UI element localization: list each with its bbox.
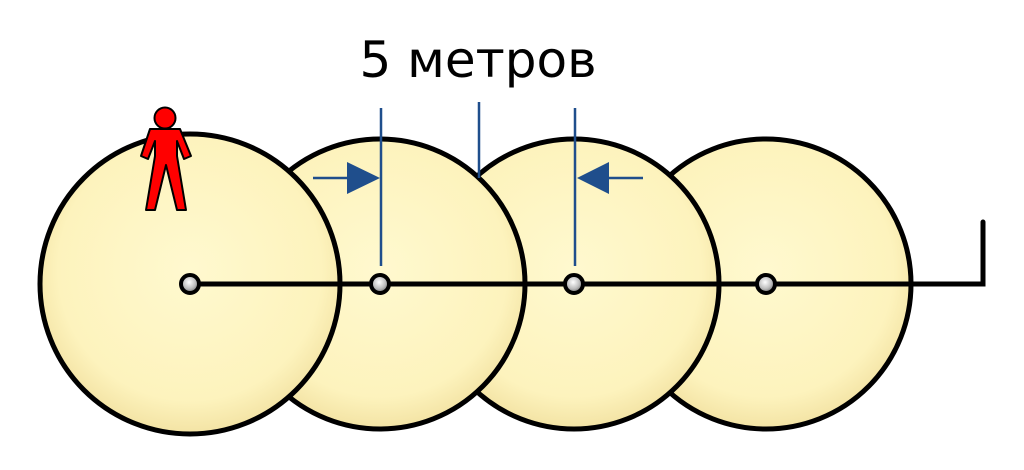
center-dot-4: [755, 273, 777, 295]
arrow-right-pointing-icon: [347, 162, 380, 194]
center-points: [179, 273, 777, 295]
center-dot-3: [563, 273, 585, 295]
arrow-left-pointing-icon: [577, 162, 609, 194]
distance-label: 5 метров: [359, 31, 597, 89]
dimension-markers: [313, 102, 643, 266]
center-dot-1: [179, 273, 201, 295]
center-dot-2: [369, 273, 391, 295]
person-icon: [140, 106, 192, 211]
baseline-path: [187, 219, 986, 287]
